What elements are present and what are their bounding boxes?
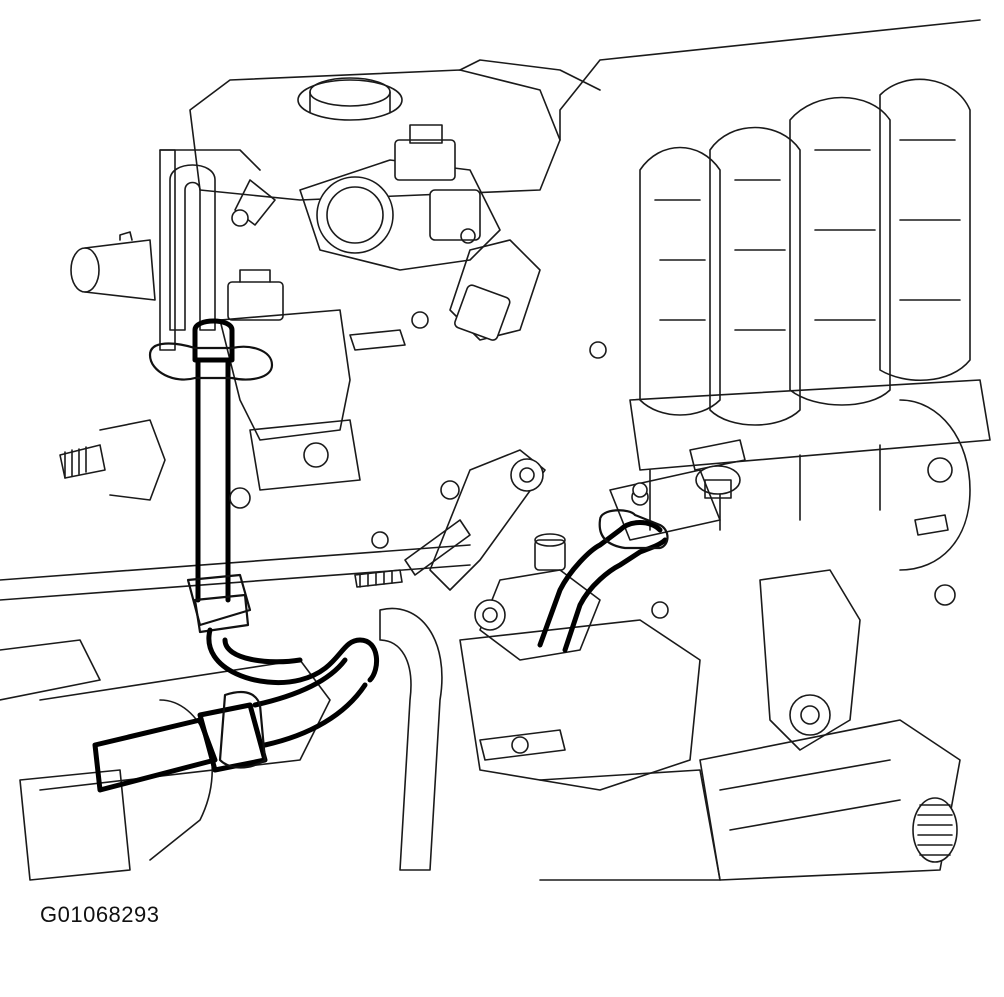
mount-arm bbox=[354, 449, 546, 591]
intake-manifold-runners bbox=[559, 19, 991, 531]
left-spigot bbox=[59, 419, 166, 501]
figure-id-label: G01068293 bbox=[40, 902, 160, 927]
heater-hose-right bbox=[537, 509, 669, 653]
lower-right-housing bbox=[699, 719, 961, 881]
center-valve bbox=[474, 533, 601, 661]
sensor-housing bbox=[219, 269, 361, 491]
heater-pipe-vertical bbox=[148, 318, 274, 634]
lower-frame bbox=[0, 544, 721, 881]
engine-line-drawing bbox=[0, 19, 991, 881]
left-outlet-pipe bbox=[70, 231, 156, 301]
coolant-reservoir bbox=[189, 59, 601, 201]
left-bracket bbox=[159, 149, 276, 351]
right-side-components bbox=[759, 399, 971, 751]
heater-hose-lower-left bbox=[92, 627, 380, 793]
bolts bbox=[229, 209, 669, 754]
throttle-body bbox=[299, 124, 541, 351]
